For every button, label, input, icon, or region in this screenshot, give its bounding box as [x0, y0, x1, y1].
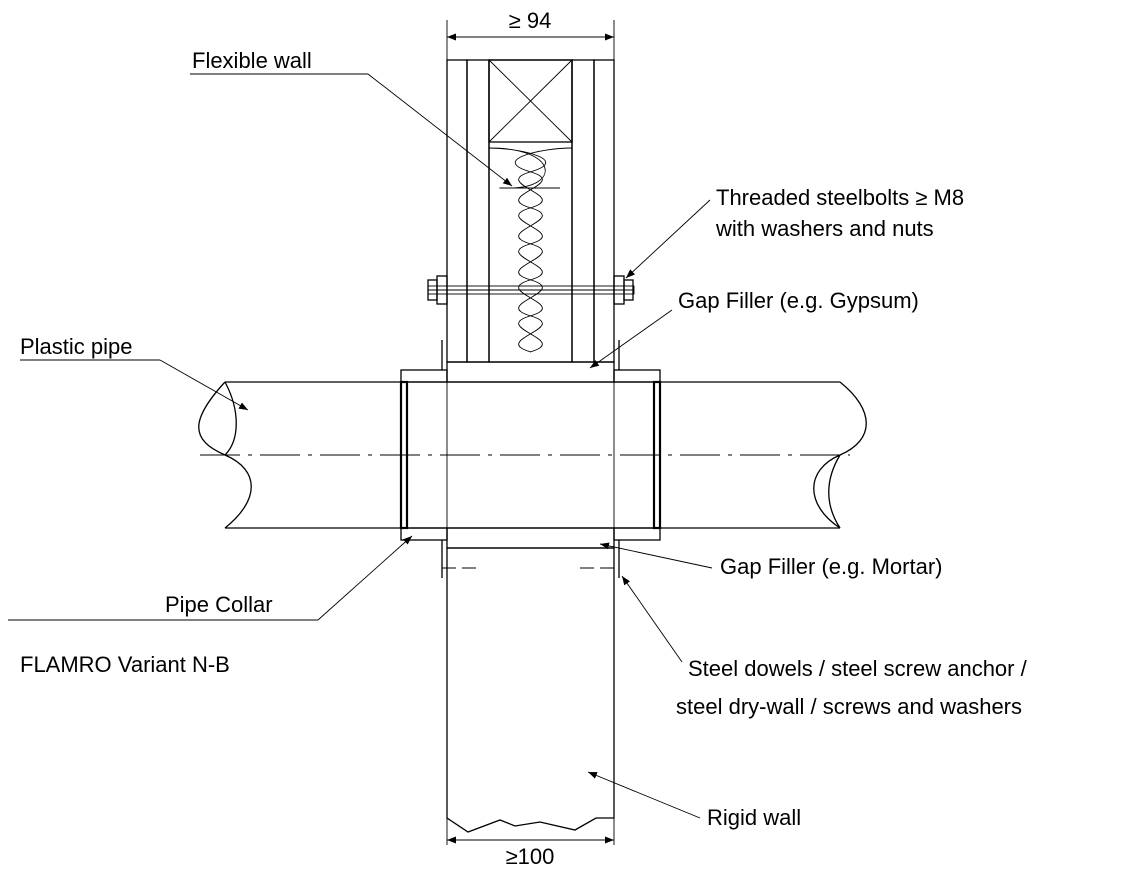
pipe-collar-right [613, 340, 662, 578]
leader-pipe-collar: Pipe Collar [8, 535, 413, 621]
rigid-wall [446, 547, 615, 845]
plastic-pipe [198, 381, 867, 529]
label-gap-filler-gypsum: Gap Filler (e.g. Gypsum) [678, 288, 919, 313]
dimension-bottom-label: ≥100 [506, 844, 555, 869]
label-flexible-wall: Flexible wall [192, 48, 312, 73]
label-dowels-1: Steel dowels / steel screw anchor / [688, 656, 1028, 681]
stud-cross [488, 59, 573, 143]
dimension-top-label: ≥ 94 [509, 8, 552, 33]
gap-filler-gypsum [446, 361, 615, 383]
leader-gap-filler-mortar: Gap Filler (e.g. Mortar) [599, 542, 943, 579]
flexible-wall [446, 59, 615, 363]
leader-gap-filler-gypsum: Gap Filler (e.g. Gypsum) [589, 288, 919, 369]
pipe-collar-left [399, 340, 448, 578]
label-dowels-2: steel dry-wall / screws and washers [676, 694, 1022, 719]
label-plastic-pipe: Plastic pipe [20, 334, 133, 359]
leader-plastic-pipe: Plastic pipe [20, 334, 249, 411]
label-threaded-bolts-1: Threaded steelbolts ≥ M8 [716, 185, 964, 210]
gap-filler-mortar [446, 527, 615, 549]
leader-dowels: Steel dowels / steel screw anchor / stee… [621, 575, 1028, 719]
label-pipe-collar: Pipe Collar [165, 592, 273, 617]
leader-threaded-bolts: Threaded steelbolts ≥ M8 with washers an… [625, 185, 964, 279]
label-rigid-wall: Rigid wall [707, 805, 801, 830]
leader-flexible-wall: Flexible wall [190, 48, 513, 187]
insulation-wave [488, 147, 560, 353]
label-gap-filler-mortar: Gap Filler (e.g. Mortar) [720, 554, 943, 579]
threaded-bolt [427, 275, 635, 305]
leader-rigid-wall: Rigid wall [587, 771, 801, 830]
label-threaded-bolts-2: with washers and nuts [715, 216, 934, 241]
dimension-top: ≥ 94 [446, 8, 615, 60]
variant-title: FLAMRO Variant N-B [20, 652, 230, 677]
dimension-bottom: ≥100 [447, 836, 614, 869]
